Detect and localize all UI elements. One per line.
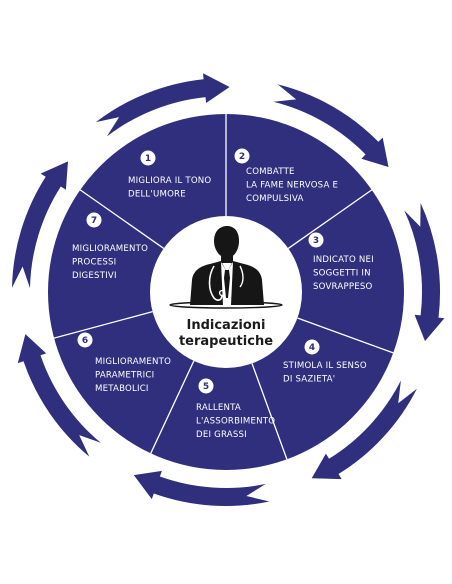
segment-text-line: STIMOLA IL SENSO	[283, 361, 367, 371]
curved-arrow-icon	[17, 334, 101, 457]
number-badge	[77, 332, 93, 348]
number-badge-label: 7	[91, 216, 97, 226]
doctor-with-stethoscope-icon	[169, 226, 283, 309]
segment-divider	[287, 189, 373, 249]
segment-divider	[150, 360, 195, 454]
curved-arrow-icon	[12, 161, 68, 289]
segment-divider	[251, 363, 288, 460]
number-badge	[308, 232, 324, 248]
curved-arrow-icon	[404, 203, 445, 342]
segment-divider	[79, 189, 165, 249]
outer-arrow-ring	[12, 73, 445, 506]
center-title-line2: terapeutiche	[179, 334, 273, 349]
segment-separators	[53, 114, 394, 460]
number-badge	[304, 339, 320, 355]
segment-text-line: LA FAME NERVOSA E	[246, 181, 338, 191]
number-badge-label: 1	[145, 154, 151, 164]
segment-text-line: MIGLIORA IL TONO	[128, 176, 211, 186]
segment-text-line: COMPULSIVA	[246, 194, 304, 204]
segment-text-line: MIGLIORAMENTO	[72, 244, 148, 254]
center-title-line1: Indicazioni	[187, 318, 266, 333]
curved-arrow-icon	[273, 84, 389, 167]
segment-text-line: PARAMETRICI	[95, 371, 154, 381]
segment-text-line: MIGLIORAMENTO	[95, 357, 171, 367]
segment-divider	[53, 311, 153, 339]
number-badge-label: 2	[239, 152, 245, 162]
segment-text-line: RALLENTA	[196, 403, 241, 413]
number-badge	[234, 148, 250, 164]
segment-text-line: L'ASSORBIMENTO	[196, 417, 275, 427]
segment-divider	[297, 317, 394, 354]
number-badge-label: 4	[309, 343, 315, 353]
curved-arrow-icon	[95, 73, 230, 137]
number-badge-label: 6	[82, 336, 88, 346]
segment-text-line: DEI GRASSI	[196, 430, 247, 440]
segment-text-line: SOVRAPPESO	[313, 282, 372, 292]
curved-arrow-icon	[133, 470, 270, 506]
segment-text-line: DIGESTIVI	[72, 271, 117, 281]
number-badge	[198, 378, 214, 394]
number-badge-label: 5	[203, 382, 209, 392]
curved-arrow-icon	[311, 380, 417, 480]
number-badge	[140, 150, 156, 166]
segment-text-line: INDICATO NEI	[313, 255, 374, 265]
segment-text-line: COMBATTE	[246, 167, 295, 177]
segment-text-line: PROCESSI	[72, 258, 116, 268]
number-badge-label: 3	[313, 236, 319, 246]
segment-text-line: DELL'UMORE	[128, 190, 186, 200]
segment-text-line: METABOLICI	[95, 384, 149, 394]
number-badge	[86, 212, 102, 228]
segment-text-line: DI SAZIETA'	[283, 375, 335, 385]
segment-text-line: SOGGETTI IN	[313, 269, 371, 279]
center-hub: Indicazioni terapeutiche	[150, 216, 302, 368]
